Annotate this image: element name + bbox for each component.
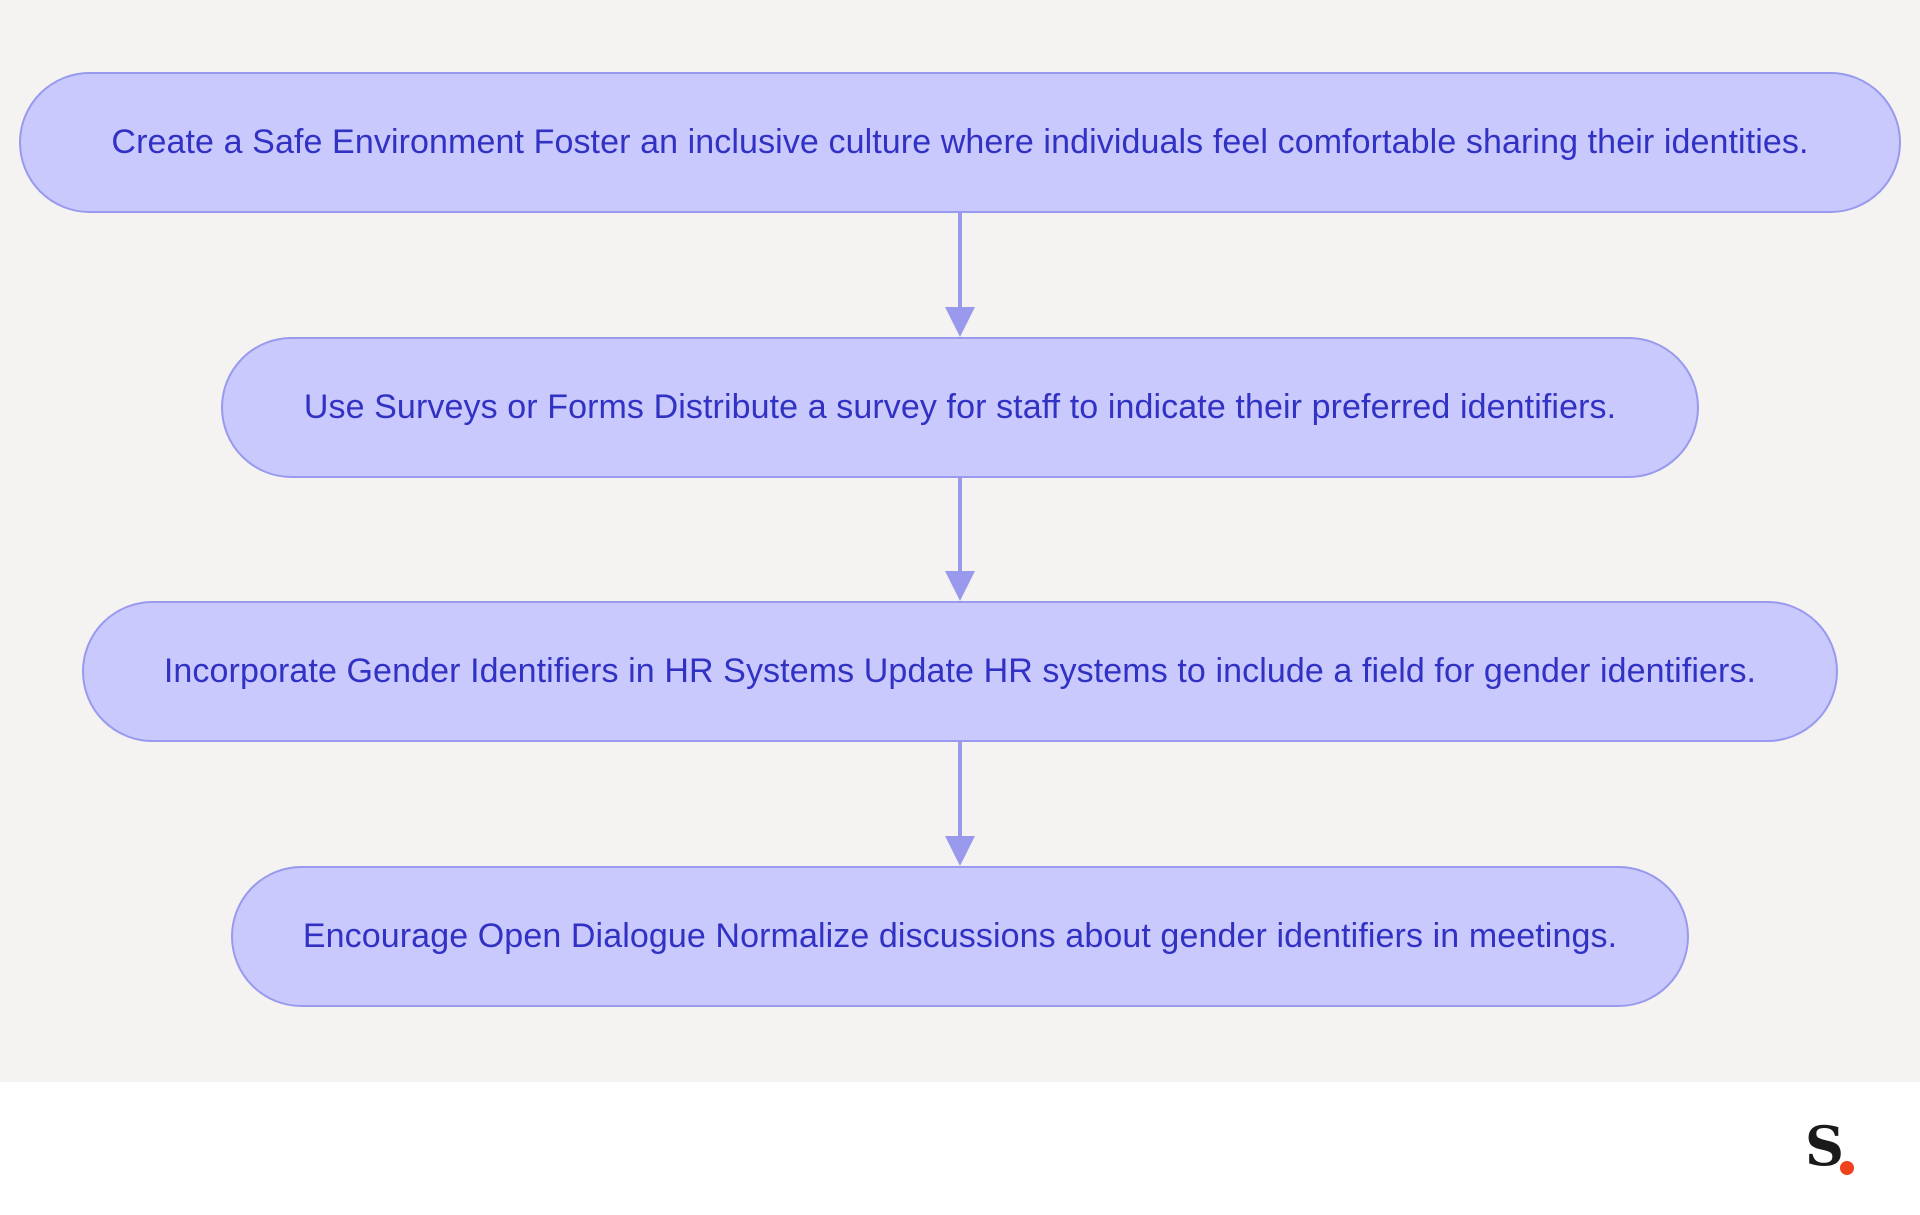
connector-arrowhead-1: [945, 307, 975, 337]
flow-step-4-label: Encourage Open Dialogue Normalize discus…: [302, 917, 1618, 955]
connector-arrowhead-2: [945, 571, 975, 601]
brand-logo-icon: S: [1805, 1119, 1865, 1175]
flow-step-2: Use Surveys or Forms Distribute a survey…: [221, 337, 1699, 478]
flow-connectors: [945, 213, 975, 866]
flow-step-1-label: Create a Safe Environment Foster an incl…: [111, 123, 1809, 161]
logo-letter: S: [1805, 1114, 1844, 1178]
flow-step-4: Encourage Open Dialogue Normalize discus…: [231, 866, 1689, 1007]
flow-step-3-label: Incorporate Gender Identifiers in HR Sys…: [163, 652, 1757, 690]
flow-step-1: Create a Safe Environment Foster an incl…: [19, 72, 1901, 213]
connector-arrowhead-3: [945, 836, 975, 866]
logo-dot: [1840, 1161, 1854, 1175]
flow-step-3: Incorporate Gender Identifiers in HR Sys…: [82, 601, 1838, 742]
diagram-canvas: Create a Safe Environment Foster an incl…: [0, 0, 1920, 1082]
flow-step-2-label: Use Surveys or Forms Distribute a survey…: [303, 388, 1617, 426]
